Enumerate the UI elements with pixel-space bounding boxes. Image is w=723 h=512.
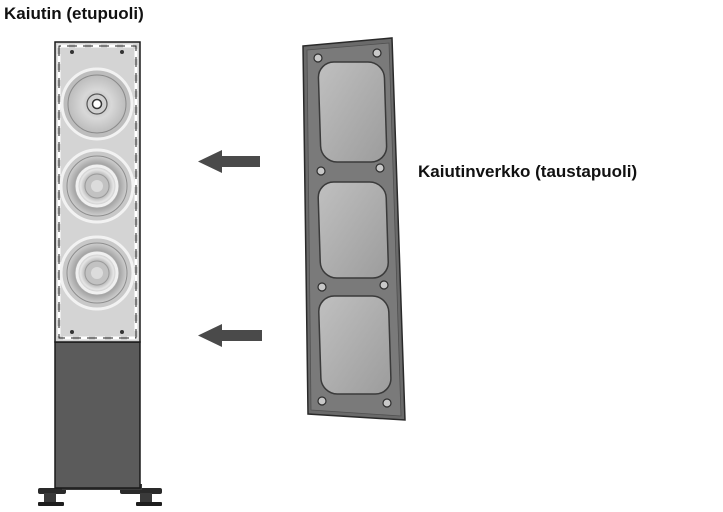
arrow-left-icon (198, 150, 260, 173)
grille-panel-bottom (318, 295, 392, 395)
grille-panel-top (317, 61, 388, 163)
woofer-upper (59, 148, 135, 224)
cabinet-lower (54, 341, 141, 489)
woofer-lower (59, 235, 135, 311)
speaker-grille-back (302, 37, 406, 421)
arrow-left-icon (198, 324, 262, 347)
speaker-front-label: Kaiutin (etupuoli) (4, 4, 144, 23)
grille-mounting-pegs (313, 48, 392, 408)
tweeter-driver (60, 67, 134, 141)
grille-panel-middle (317, 181, 389, 279)
magnet-points (70, 50, 124, 334)
grille-back-label: Kaiutinverkko (taustapuoli) (418, 162, 638, 181)
speaker-front (38, 41, 162, 506)
